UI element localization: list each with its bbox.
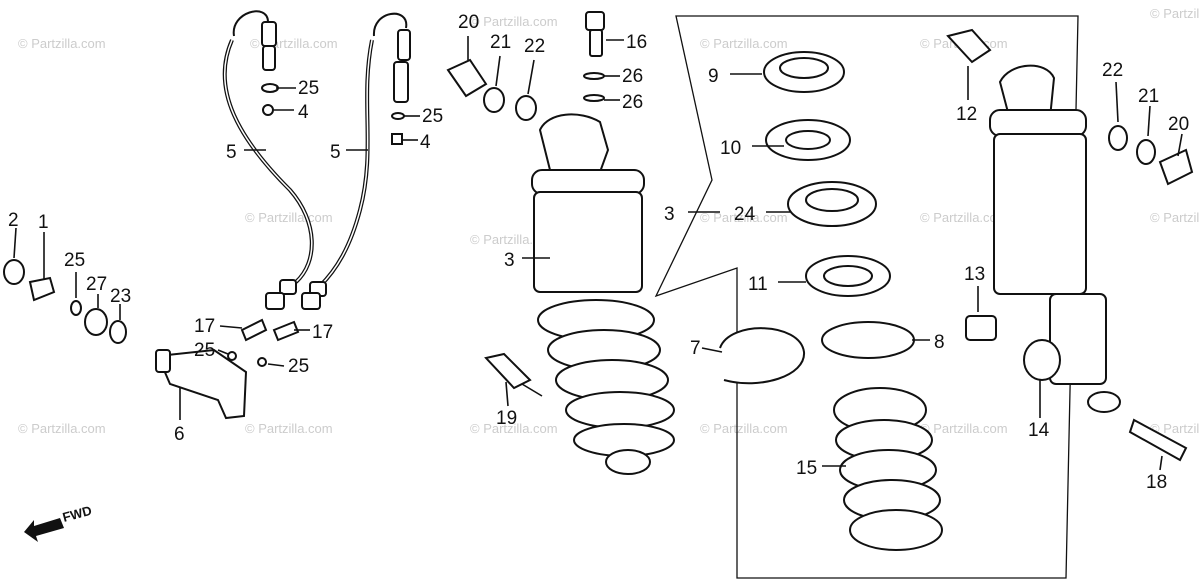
callout-10: 10 (720, 138, 741, 159)
callout-15: 15 (796, 458, 817, 479)
callout-2: 2 (8, 210, 19, 231)
callout-14: 14 (1028, 420, 1050, 441)
callout-25: 25 (422, 106, 443, 127)
callout-25: 25 (288, 356, 309, 377)
callout-13: 13 (964, 264, 985, 285)
callout-21: 21 (490, 32, 511, 53)
callout-21: 21 (1138, 86, 1159, 107)
watermark: © Partzilla.com (920, 421, 1008, 436)
watermark: © Partzilla.com (1150, 6, 1200, 21)
hose-right (301, 12, 411, 310)
top-center-parts (446, 11, 605, 121)
callout-25: 25 (64, 250, 85, 271)
callout-18: 18 (1146, 472, 1167, 493)
watermark: © Partzilla.com (18, 421, 106, 436)
callout-9: 9 (708, 66, 719, 87)
callout-19: 19 (496, 408, 517, 429)
callout-11: 11 (748, 274, 768, 295)
callout-4: 4 (298, 102, 309, 123)
callout-6: 6 (174, 424, 185, 445)
fwd-arrow: FWD (24, 503, 93, 542)
callout-26: 26 (622, 92, 643, 113)
callout-4: 4 (420, 132, 431, 153)
callout-8: 8 (934, 332, 945, 353)
callout-3: 3 (664, 204, 675, 225)
watermark: © Partzilla.com (700, 421, 788, 436)
hose-left (222, 10, 314, 310)
callout-17: 17 (194, 316, 215, 337)
shock-absorber-right (946, 28, 1194, 462)
watermark: © Partzilla.com (1150, 421, 1200, 436)
callout-labels: 20 21 22 16 26 26 25 4 25 4 5 5 9 10 3 2… (8, 12, 1189, 493)
exploded-stack (719, 51, 943, 551)
callout-5: 5 (330, 142, 341, 163)
callout-27: 27 (86, 274, 107, 295)
watermark: © Partzilla.com (700, 36, 788, 51)
watermark: © Partzilla.com (18, 36, 106, 51)
small-fittings (227, 83, 405, 367)
callout-16: 16 (626, 32, 647, 53)
callout-22: 22 (524, 36, 545, 57)
callout-20: 20 (458, 12, 479, 33)
watermark: © Partzilla.com (470, 421, 558, 436)
watermark: © Partzilla.com (920, 210, 1008, 225)
callout-24: 24 (734, 204, 756, 225)
callout-23: 23 (110, 286, 131, 307)
callout-5: 5 (226, 142, 237, 163)
callout-26: 26 (622, 66, 643, 87)
callout-25: 25 (194, 340, 215, 361)
watermark: © Partzilla.com (245, 421, 333, 436)
callout-22: 22 (1102, 60, 1123, 81)
bracket-fitting (155, 349, 171, 373)
callout-25: 25 (298, 78, 319, 99)
callout-7: 7 (690, 338, 701, 359)
watermark: © Partzilla.com (245, 210, 333, 225)
reservoir-bracket (156, 348, 248, 420)
callout-20: 20 (1168, 114, 1189, 135)
bolt-19 (484, 352, 543, 397)
callout-12: 12 (956, 104, 977, 125)
leader-lines (13, 36, 1183, 471)
fwd-label: FWD (61, 503, 93, 525)
callout-1: 1 (38, 212, 49, 233)
callout-17: 17 (312, 322, 333, 343)
callout-3: 3 (504, 250, 515, 271)
shock-absorber-main (531, 113, 675, 475)
watermark: © Partzilla.com (700, 210, 788, 225)
left-small-parts (3, 259, 127, 344)
watermark: © Partzilla.com (470, 14, 558, 29)
watermark: © Partzilla.com (1150, 210, 1200, 225)
